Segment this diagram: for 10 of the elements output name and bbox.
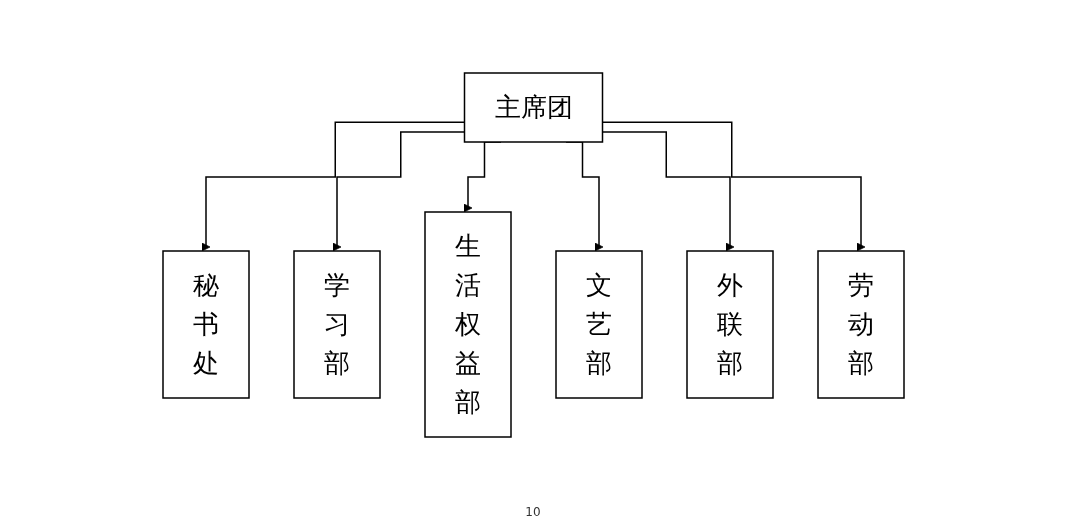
- node-box: 生活权益部: [423, 211, 512, 438]
- arrow: [201, 121, 465, 252]
- node-box: 文艺部: [554, 250, 643, 399]
- node-box: 学习部: [292, 250, 381, 399]
- arrow: [332, 131, 465, 252]
- node-box: 秘书处: [161, 250, 250, 399]
- node-box: 劳动部: [816, 250, 905, 399]
- node-box: 主席团: [463, 72, 603, 143]
- node-box: 外联部: [685, 250, 774, 399]
- page-number: 10: [525, 505, 541, 519]
